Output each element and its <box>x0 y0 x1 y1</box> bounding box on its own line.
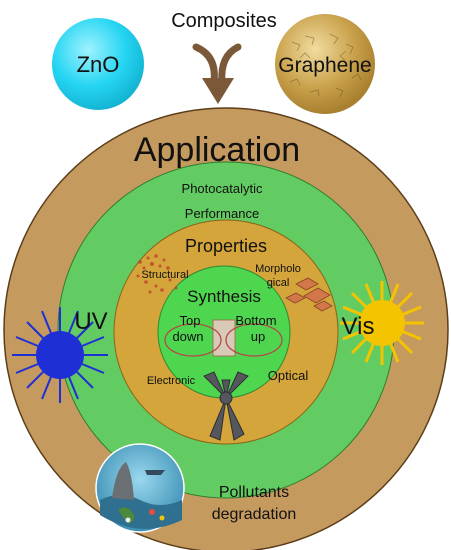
synthesis-title: Synthesis <box>187 287 261 306</box>
zno-label: ZnO <box>77 52 120 77</box>
pollution-scene-icon <box>95 443 185 533</box>
morphological-blocks-icon <box>285 277 333 312</box>
bottom-up-label-line2: up <box>251 329 265 344</box>
structural-dots-icon <box>136 254 178 294</box>
uv-sun-icon <box>12 307 108 403</box>
morphological-label-line2: gical <box>267 277 290 289</box>
bottom-up-label-line1: Bottom <box>235 313 276 328</box>
top-down-loop <box>164 323 222 357</box>
optical-label: Optical <box>268 368 309 383</box>
synthesis-center-box <box>212 319 236 357</box>
properties-title: Properties <box>185 236 267 256</box>
vis-label: Vis <box>342 313 375 340</box>
electronic-label: Electronic <box>147 375 196 387</box>
structural-label: Structural <box>141 269 188 281</box>
performance-label: Performance <box>185 206 259 221</box>
pollutants-label-line1: Pollutants <box>219 484 289 501</box>
zno-sphere: ZnO <box>50 16 146 112</box>
graphene-texture <box>289 33 362 98</box>
composites-title: Composites <box>171 10 277 32</box>
pollutants-label-line2: degradation <box>212 506 297 523</box>
application-title: Application <box>134 131 300 169</box>
top-down-label-line2: down <box>172 329 203 344</box>
uv-label: UV <box>74 308 107 335</box>
merge-arrow-icon <box>192 43 242 104</box>
vis-sun-icon <box>340 281 424 365</box>
photocatalytic-label: Photocatalytic <box>182 181 263 196</box>
bottom-up-loop <box>225 323 283 357</box>
graphene-label: Graphene <box>278 54 371 77</box>
graphene-sphere: Graphene <box>275 14 375 114</box>
morphological-label-line1: Morpholo <box>255 263 301 275</box>
zno-tetrapod-icon <box>203 371 249 441</box>
top-down-label-line1: Top <box>180 313 201 328</box>
